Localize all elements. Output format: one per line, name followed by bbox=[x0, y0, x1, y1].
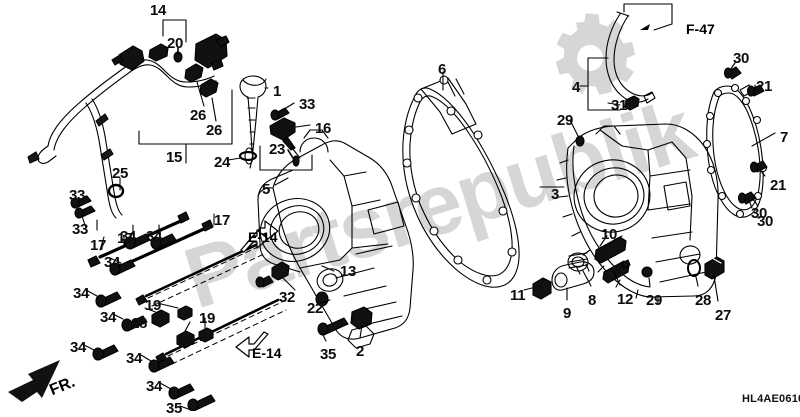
callout-number-18[interactable]: 18 bbox=[176, 332, 193, 349]
callout-number-7[interactable]: 7 bbox=[780, 129, 789, 146]
callout-number-28[interactable]: 28 bbox=[695, 292, 712, 309]
callout-number-26[interactable]: 26 bbox=[190, 107, 207, 124]
callout-number-19[interactable]: 19 bbox=[145, 297, 162, 314]
fastener-group bbox=[87, 211, 287, 411]
section-ref-e-14[interactable]: E-14 bbox=[248, 229, 278, 245]
callout-number-31[interactable]: 31 bbox=[611, 97, 628, 114]
callout-number-34[interactable]: 34 bbox=[73, 285, 90, 302]
callout-number-18[interactable]: 18 bbox=[131, 315, 148, 332]
callout-number-33[interactable]: 33 bbox=[299, 96, 316, 113]
callout-number-30[interactable]: 30 bbox=[733, 50, 750, 67]
callout-number-21[interactable]: 21 bbox=[756, 78, 773, 95]
callout-number-17[interactable]: 17 bbox=[117, 230, 134, 247]
callout-number-24[interactable]: 24 bbox=[214, 154, 231, 171]
callout-number-25[interactable]: 25 bbox=[112, 165, 129, 182]
callout-number-26[interactable]: 26 bbox=[206, 122, 223, 139]
callout-number-17[interactable]: 17 bbox=[214, 212, 231, 229]
callout-number-34[interactable]: 34 bbox=[70, 339, 87, 356]
callout-number-35[interactable]: 35 bbox=[166, 400, 183, 417]
callout-number-34[interactable]: 34 bbox=[100, 309, 117, 326]
callout-number-34[interactable]: 34 bbox=[146, 228, 163, 245]
front-direction-arrow bbox=[8, 360, 60, 402]
callout-number-3[interactable]: 3 bbox=[551, 186, 560, 203]
callout-number-8[interactable]: 8 bbox=[588, 292, 597, 309]
callout-number-11[interactable]: 11 bbox=[510, 287, 526, 304]
callout-number-6[interactable]: 6 bbox=[438, 61, 447, 78]
drawing-code: HL4AE0610 bbox=[742, 393, 800, 405]
callout-number-35[interactable]: 35 bbox=[320, 346, 337, 363]
callout-number-17[interactable]: 17 bbox=[90, 237, 107, 254]
breather-hose-4 bbox=[605, 11, 656, 111]
callout-number-4[interactable]: 4 bbox=[572, 79, 581, 96]
callout-number-29[interactable]: 29 bbox=[646, 292, 663, 309]
callout-number-33[interactable]: 33 bbox=[69, 187, 86, 204]
small-parts-row bbox=[532, 235, 725, 300]
callout-number-5[interactable]: 5 bbox=[262, 181, 271, 198]
callout-number-27[interactable]: 27 bbox=[715, 307, 732, 324]
transmission-case-center bbox=[255, 129, 414, 349]
callout-number-22[interactable]: 22 bbox=[307, 300, 324, 317]
callout-number-1[interactable]: 1 bbox=[273, 83, 282, 100]
callout-number-21[interactable]: 21 bbox=[770, 177, 787, 194]
callout-number-12[interactable]: 12 bbox=[617, 291, 634, 308]
callout-number-15[interactable]: 15 bbox=[166, 149, 183, 166]
section-ref-e-14[interactable]: E-14 bbox=[252, 345, 282, 361]
callout-number-34[interactable]: 34 bbox=[104, 254, 121, 271]
callout-number-33[interactable]: 33 bbox=[72, 221, 89, 238]
dipstick-assembly bbox=[238, 75, 300, 169]
callout-number-34[interactable]: 34 bbox=[120, 228, 137, 245]
callout-number-29[interactable]: 29 bbox=[557, 112, 574, 129]
rear-case-3 bbox=[556, 123, 719, 305]
callout-number-34[interactable]: 34 bbox=[126, 350, 143, 367]
callout-number-2[interactable]: 2 bbox=[356, 343, 365, 360]
callout-number-14[interactable]: 14 bbox=[150, 2, 167, 19]
gasket-right-7 bbox=[702, 66, 768, 219]
callout-number-10[interactable]: 10 bbox=[601, 226, 618, 243]
callout-number-32[interactable]: 32 bbox=[279, 289, 296, 306]
callout-number-13[interactable]: 13 bbox=[340, 263, 357, 280]
callout-number-23[interactable]: 23 bbox=[269, 141, 286, 158]
callout-number-16[interactable]: 16 bbox=[315, 120, 332, 137]
wire-harness-assembly bbox=[27, 33, 230, 219]
callout-number-19[interactable]: 19 bbox=[199, 310, 216, 327]
callout-number-30[interactable]: 30 bbox=[751, 205, 768, 222]
callout-number-34[interactable]: 34 bbox=[146, 378, 163, 395]
callout-number-9[interactable]: 9 bbox=[563, 305, 572, 322]
section-ref-f-47[interactable]: F-47 bbox=[686, 21, 715, 37]
callout-number-20[interactable]: 20 bbox=[167, 35, 184, 52]
callout-number-30[interactable]: 30 bbox=[757, 213, 774, 230]
gasket-center-6 bbox=[402, 75, 520, 288]
